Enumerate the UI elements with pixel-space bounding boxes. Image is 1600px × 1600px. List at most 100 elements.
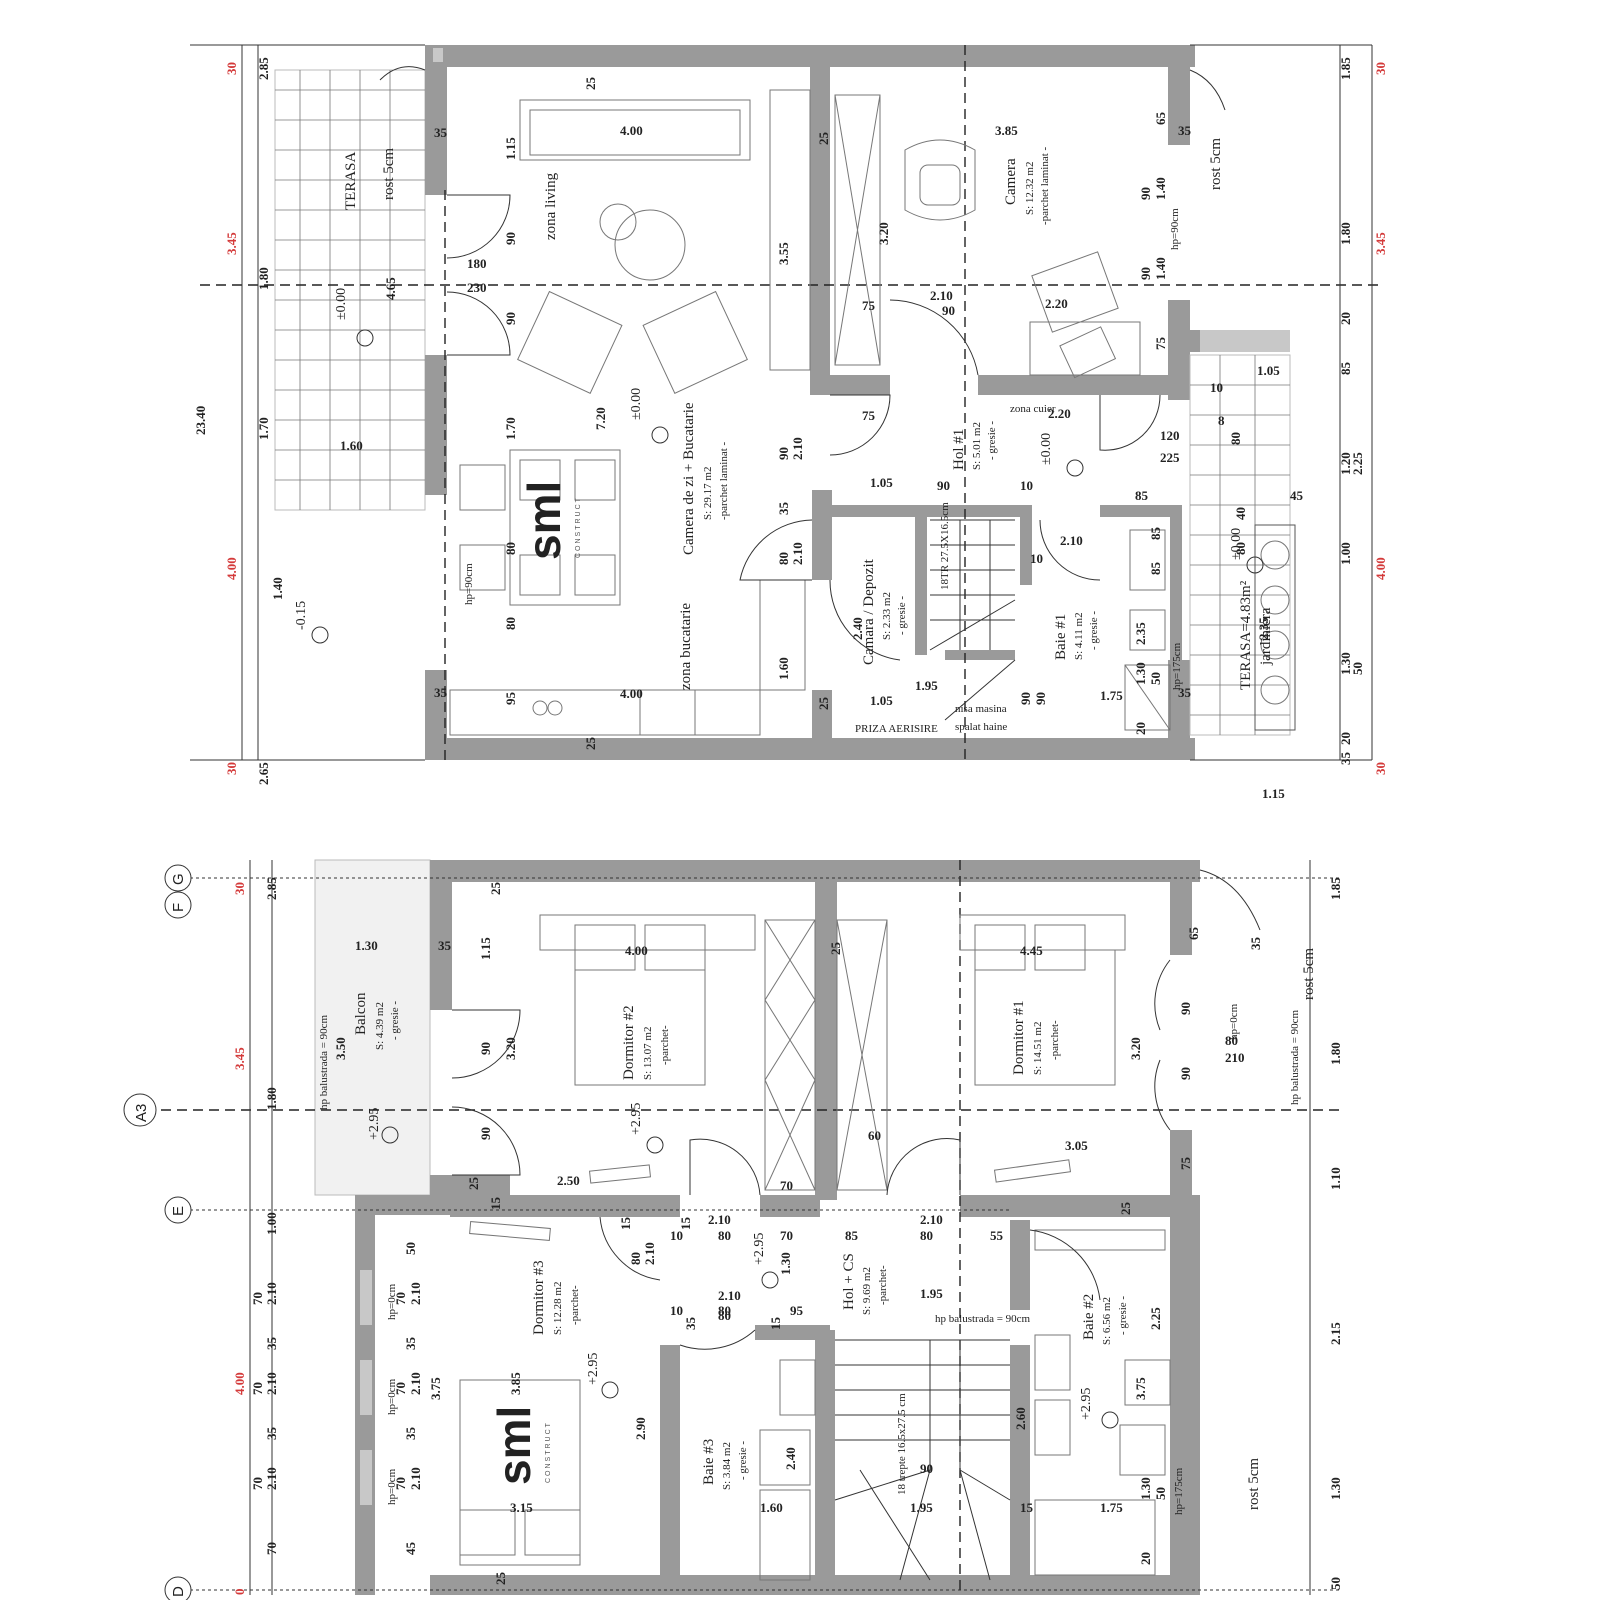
room-living-area: S: 29.17 m2	[702, 467, 714, 520]
svg-text:2.25: 2.25	[1350, 452, 1365, 475]
svg-text:25: 25	[1118, 1202, 1133, 1216]
room-balcon-name: Balcon	[353, 992, 369, 1035]
room-baie3-floor: - gresie -	[737, 1441, 749, 1480]
svg-text:1.80: 1.80	[1328, 1042, 1343, 1065]
svg-text:70: 70	[393, 1382, 408, 1395]
svg-text:3.55: 3.55	[776, 242, 791, 265]
svg-text:1.05: 1.05	[870, 693, 893, 708]
svg-text:0: 0	[232, 1589, 247, 1596]
svg-text:3.85: 3.85	[508, 1372, 523, 1395]
svg-text:90: 90	[1138, 187, 1153, 200]
ground-level-markers	[311, 329, 1264, 644]
svg-text:1.95: 1.95	[915, 678, 938, 693]
level-2: ±0.00	[1039, 433, 1054, 465]
svg-text:2.40: 2.40	[783, 1447, 798, 1470]
svg-text:70: 70	[393, 1292, 408, 1305]
svg-text:25: 25	[583, 77, 598, 91]
room-hol-area: S: 5.01 m2	[971, 422, 983, 470]
svg-text:2.10: 2.10	[264, 1372, 279, 1395]
svg-text:75: 75	[1153, 337, 1168, 351]
svg-text:1.95: 1.95	[920, 1286, 943, 1301]
room-baie2-name: Baie #2	[1081, 1294, 1097, 1340]
svg-text:90: 90	[1178, 1067, 1193, 1080]
svg-text:1.15: 1.15	[503, 137, 518, 160]
svg-text:50: 50	[1350, 662, 1365, 675]
svg-text:35: 35	[683, 1317, 698, 1331]
svg-text:1.80: 1.80	[264, 1087, 279, 1110]
level-3: ±0.00	[1229, 528, 1244, 560]
room-living-name: Camera de zi + Bucatarie	[681, 402, 697, 555]
room-balcon-floor: - gresie -	[389, 1001, 401, 1040]
svg-text:2.20: 2.20	[1048, 406, 1071, 421]
svg-text:65: 65	[1186, 927, 1201, 941]
room-camera-name: Camera	[1003, 158, 1019, 205]
svg-text:15: 15	[1020, 1500, 1034, 1515]
room-baie2-area: S: 6.56 m2	[1101, 1297, 1113, 1345]
ground-stairs-label: 18TR 27.5X16.5cm	[939, 502, 951, 590]
room-dorm2-floor: -parchet-	[659, 1025, 671, 1065]
svg-text:30: 30	[224, 762, 239, 775]
svg-text:1.30: 1.30	[355, 938, 378, 953]
svg-text:3.45: 3.45	[224, 232, 239, 255]
svg-text:G: G	[170, 873, 187, 885]
room-dorm2-name: Dormitor #2	[621, 1005, 637, 1080]
svg-text:1.75: 1.75	[1100, 1500, 1123, 1515]
svg-text:90: 90	[937, 478, 950, 493]
svg-text:15: 15	[488, 1197, 503, 1211]
svg-text:20: 20	[1338, 732, 1353, 745]
room-holcs-floor: -parchet-	[877, 1265, 889, 1305]
svg-text:1.00: 1.00	[264, 1212, 279, 1235]
svg-text:sml: sml	[488, 1406, 540, 1485]
svg-text:120: 120	[1160, 428, 1180, 443]
svg-text:90: 90	[776, 447, 791, 460]
room-living-floor: -parchet laminat -	[718, 441, 730, 520]
logo-upper: sml CONSTRUCT	[488, 1406, 552, 1485]
svg-text:70: 70	[780, 1178, 793, 1193]
svg-text:55: 55	[990, 1228, 1004, 1243]
svg-text:15: 15	[678, 1217, 693, 1231]
svg-text:3.20: 3.20	[876, 222, 891, 245]
svg-text:90: 90	[1033, 692, 1048, 705]
svg-text:2.85: 2.85	[256, 57, 271, 80]
ground-doors	[379, 66, 1226, 661]
svg-text:35: 35	[1178, 123, 1192, 138]
svg-text:45: 45	[1290, 488, 1304, 503]
upper-stairs	[834, 1339, 1011, 1581]
svg-text:20: 20	[1138, 1552, 1153, 1565]
room-hol-name: Hol #1	[951, 429, 967, 470]
svg-text:1.75: 1.75	[1100, 688, 1123, 703]
axis-markers: G F A3 E D	[123, 864, 192, 1600]
svg-text:CONSTRUCT: CONSTRUCT	[575, 496, 582, 558]
svg-text:2.10: 2.10	[708, 1212, 731, 1227]
svg-text:4.65: 4.65	[383, 277, 398, 300]
level-4: -0.15	[294, 601, 309, 630]
svg-text:+2.95: +2.95	[586, 1353, 601, 1385]
svg-text:95: 95	[790, 1303, 804, 1318]
svg-text:hp=0cm: hp=0cm	[386, 1468, 398, 1505]
svg-text:1.40: 1.40	[1153, 257, 1168, 280]
ground-stairs	[929, 519, 1016, 721]
svg-text:1.05: 1.05	[870, 475, 893, 490]
bath1-fixtures	[1124, 529, 1171, 731]
svg-text:35: 35	[434, 125, 448, 140]
svg-text:2.10: 2.10	[790, 542, 805, 565]
nisa-label-1: nisa masina	[955, 703, 1007, 715]
svg-text:85: 85	[1338, 362, 1353, 376]
wall-left-1	[425, 45, 447, 195]
svg-text:4.00: 4.00	[1373, 557, 1388, 580]
svg-text:+2.95: +2.95	[629, 1103, 644, 1135]
svg-text:1.30: 1.30	[1138, 1477, 1153, 1500]
svg-text:2.10: 2.10	[642, 1242, 657, 1265]
svg-text:10: 10	[1020, 478, 1033, 493]
svg-text:3.75: 3.75	[1133, 1377, 1148, 1400]
living-furniture	[449, 89, 881, 736]
room-holcs-area: S: 9.69 m2	[861, 1267, 873, 1315]
svg-text:35: 35	[264, 1337, 279, 1351]
terrace-label: TERASA	[343, 151, 359, 210]
svg-text:25: 25	[828, 942, 843, 956]
svg-text:F: F	[170, 903, 187, 912]
svg-text:1.30: 1.30	[1338, 652, 1353, 675]
svg-text:sml: sml	[518, 481, 570, 560]
svg-text:hp=0cm: hp=0cm	[386, 1378, 398, 1415]
